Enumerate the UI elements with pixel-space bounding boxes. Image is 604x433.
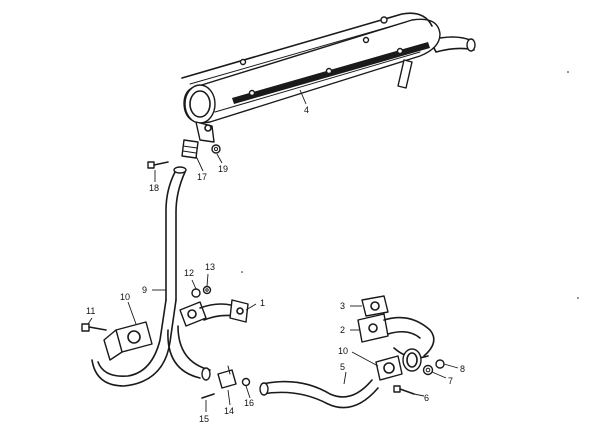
callout-18: 18 <box>149 183 159 193</box>
callout-10-right: 10 <box>338 346 348 356</box>
long-pipe-part <box>91 166 211 387</box>
callout-6: 6 <box>424 393 429 403</box>
pipe-connector-part <box>181 139 199 159</box>
callout-2: 2 <box>340 325 345 335</box>
callout-3: 3 <box>340 301 345 311</box>
nut-19-part <box>211 144 221 154</box>
callout-16: 16 <box>244 398 254 408</box>
callout-14: 14 <box>224 406 234 416</box>
callout-12: 12 <box>184 268 194 278</box>
gasket-left-part <box>103 321 153 361</box>
cross-pipe-part <box>179 299 249 327</box>
callout-9: 9 <box>142 285 147 295</box>
bolt-11-part <box>81 323 107 332</box>
muffler-part <box>181 12 476 143</box>
callout-17: 17 <box>197 172 207 182</box>
nut-13-part <box>202 285 212 295</box>
right-pipe-part <box>259 379 379 409</box>
nut-8-part <box>435 359 445 369</box>
callout-13: 13 <box>205 262 215 272</box>
bolt-15-part <box>201 393 215 399</box>
callout-7: 7 <box>448 376 453 386</box>
bolt-6-part <box>393 385 415 395</box>
callout-10-left: 10 <box>120 292 130 302</box>
nut-16-part <box>241 377 251 387</box>
gasket-3-part <box>361 295 389 317</box>
gasket-right-part <box>375 355 403 381</box>
callout-5: 5 <box>340 362 345 372</box>
right-cross-pipe-part <box>357 313 435 372</box>
leader-lines <box>87 89 459 412</box>
callout-11: 11 <box>86 306 95 316</box>
callout-1: 1 <box>260 298 265 308</box>
callout-8: 8 <box>460 364 465 374</box>
bolt-18-part <box>147 161 169 169</box>
washer-12-part <box>191 288 201 298</box>
callout-labels: 1 2 3 4 5 6 7 8 9 10 10 11 12 13 14 15 1… <box>86 105 465 424</box>
washer-7-part <box>422 364 434 376</box>
clamp-14-part <box>217 365 237 389</box>
callout-15: 15 <box>199 414 209 424</box>
callout-19: 19 <box>218 164 228 174</box>
callout-4: 4 <box>304 105 309 115</box>
